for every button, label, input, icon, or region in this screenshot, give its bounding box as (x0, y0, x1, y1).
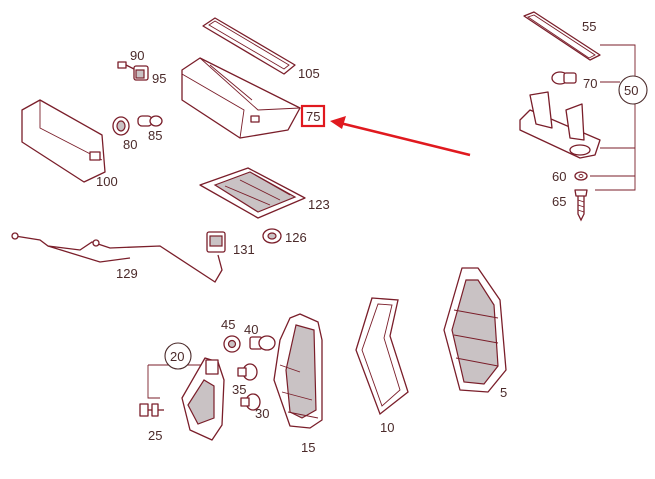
part-40-bulb[interactable] (249, 335, 276, 351)
part-55-gasket[interactable] (523, 11, 601, 61)
part-90-screw[interactable] (117, 61, 137, 71)
label-75: 75 (306, 109, 320, 124)
part-60-washer[interactable] (574, 171, 588, 181)
label-131: 131 (233, 242, 255, 257)
label-35: 35 (232, 382, 246, 397)
part-50-lamp-base[interactable] (519, 91, 601, 159)
label-85: 85 (148, 128, 162, 143)
label-20: 20 (170, 349, 184, 364)
label-15: 15 (301, 440, 315, 455)
part-75-housing[interactable] (181, 57, 301, 139)
part-105-seal[interactable] (202, 17, 296, 75)
part-80-socket[interactable] (112, 116, 130, 136)
part-70-bulb[interactable] (551, 71, 577, 85)
label-70: 70 (583, 76, 597, 91)
label-80: 80 (123, 137, 137, 152)
label-5: 5 (500, 385, 507, 400)
group-bracket-50 (590, 44, 636, 191)
label-129: 129 (116, 266, 138, 281)
part-35-bulb[interactable] (237, 363, 258, 381)
part-10-seal[interactable] (355, 297, 409, 416)
highlight-arrow (330, 116, 471, 157)
label-circle-50 (618, 75, 648, 105)
label-45: 45 (221, 317, 235, 332)
label-123: 123 (308, 197, 330, 212)
label-30: 30 (255, 406, 269, 421)
label-100: 100 (96, 174, 118, 189)
part-65-screw[interactable] (574, 189, 588, 222)
label-circle-20 (164, 342, 192, 370)
part-15-lens[interactable] (273, 313, 323, 429)
part-85-bulb[interactable] (137, 115, 163, 127)
label-55: 55 (582, 19, 596, 34)
label-95: 95 (152, 71, 166, 86)
part-20-lamp-carrier[interactable] (181, 357, 225, 441)
part-123-plate[interactable] (199, 167, 306, 219)
part-126-grommet[interactable] (262, 228, 282, 244)
label-50: 50 (624, 83, 638, 98)
part-100-lamp-housing[interactable] (21, 99, 106, 183)
label-126: 126 (285, 230, 307, 245)
part-45-socket[interactable] (223, 335, 241, 353)
part-30-bulb[interactable] (240, 393, 261, 411)
label-25: 25 (148, 428, 162, 443)
label-105: 105 (298, 66, 320, 81)
label-60: 60 (552, 169, 566, 184)
part-131-connector[interactable] (206, 231, 226, 253)
part-25-screw[interactable] (139, 403, 164, 417)
part-129-wiring-harness[interactable] (11, 232, 223, 283)
label-90: 90 (130, 48, 144, 63)
part-95-socket[interactable] (133, 65, 149, 81)
label-40: 40 (244, 322, 258, 337)
highlight-box-75 (300, 104, 326, 128)
label-10: 10 (380, 420, 394, 435)
label-65: 65 (552, 194, 566, 209)
part-5-tail-lamp[interactable] (443, 267, 507, 393)
